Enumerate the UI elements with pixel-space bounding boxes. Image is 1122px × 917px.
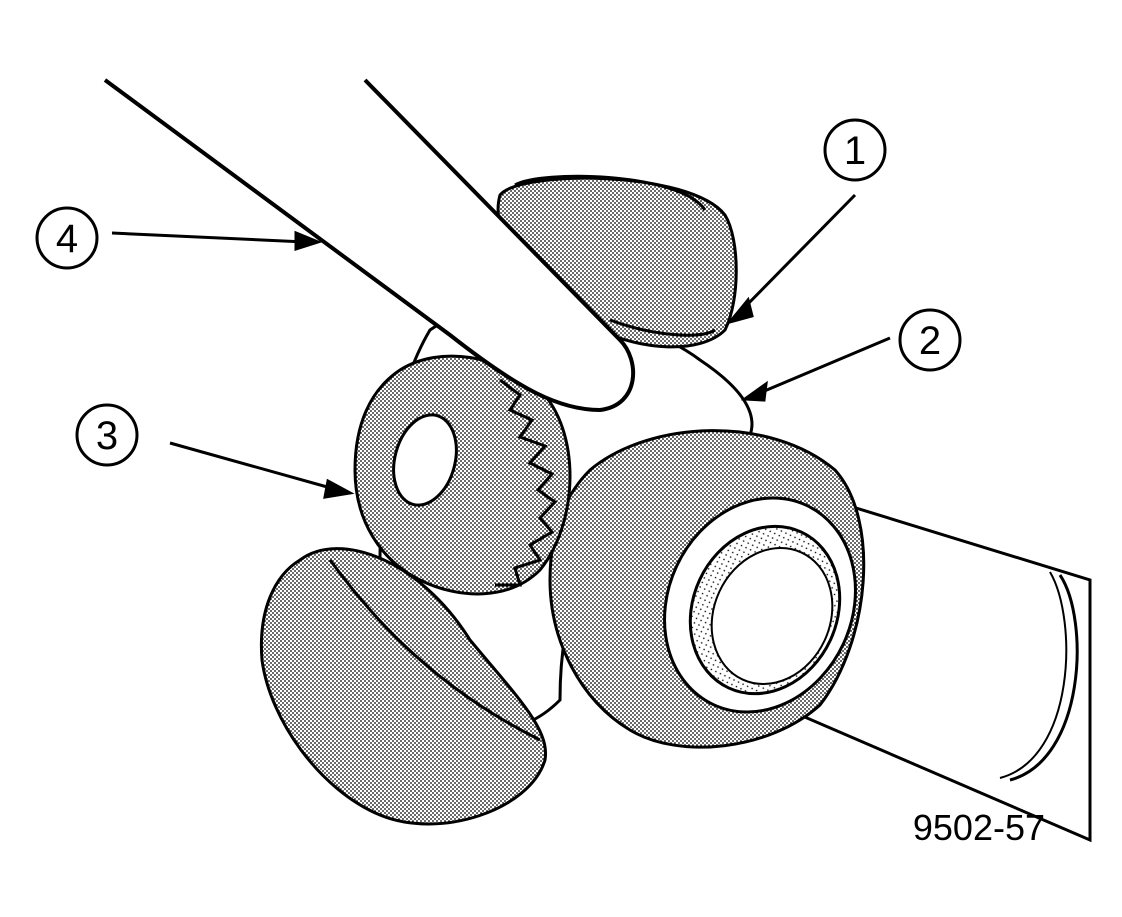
- callout-1: 1: [823, 118, 887, 182]
- callout-4-number: 4: [56, 217, 78, 261]
- right-roller: [548, 429, 866, 749]
- callout-1-number: 1: [844, 129, 866, 173]
- callout-3: 3: [75, 403, 139, 467]
- callout-2-number: 2: [919, 319, 941, 363]
- figure-id-label: 9502-57: [913, 807, 1045, 848]
- callout-3-number: 3: [96, 414, 118, 458]
- punch-tool: [103, 78, 635, 413]
- leader-arrows: [111, 193, 891, 499]
- spline-collar: [353, 354, 572, 596]
- lower-left-roller: [259, 547, 548, 826]
- callout-4: 4: [35, 206, 99, 270]
- callout-2: 2: [898, 308, 962, 372]
